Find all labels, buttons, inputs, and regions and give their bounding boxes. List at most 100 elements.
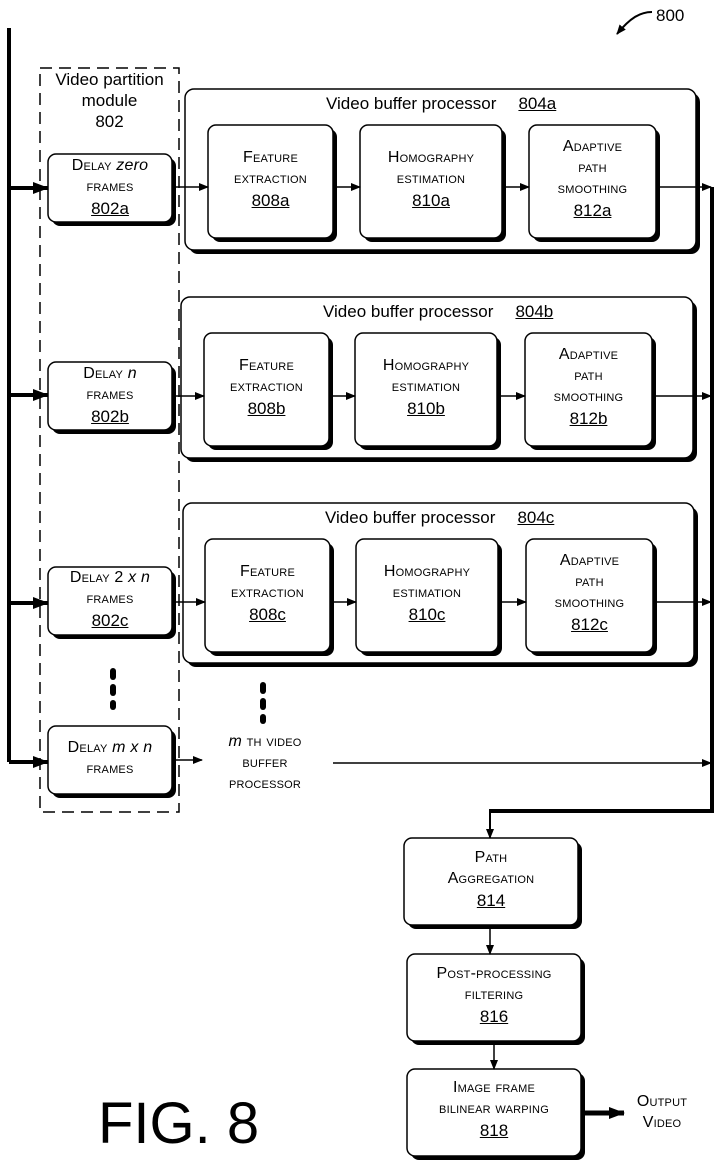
output-label-814: Path Aggregation 814: [404, 849, 578, 910]
stage-line: smoothing: [553, 388, 624, 405]
stage-line: smoothing: [554, 594, 625, 611]
stage-line: extraction: [234, 170, 307, 187]
delay-line-2: frames: [86, 760, 134, 777]
partition-title-line-1: Video partition: [55, 70, 164, 89]
output-ref: 816: [479, 1007, 509, 1026]
stage-ref: 808a: [251, 191, 290, 210]
stage-label-812c: Adaptive path smoothing 812c: [526, 552, 653, 634]
delay-ref: 802a: [91, 199, 129, 218]
delay-line-2: frames: [86, 386, 134, 403]
delay-box-802b: [47, 361, 176, 434]
stage-line: extraction: [230, 378, 303, 395]
buffer-processor-title-804b: Video buffer processor 804b: [323, 302, 553, 322]
buffer-processor-title-804a: Video buffer processor 804a: [326, 94, 556, 114]
delay-box-802c: [47, 566, 176, 639]
stage-box-810c: [355, 538, 502, 656]
stage-ref: 808b: [247, 399, 286, 418]
mth-line: processor: [228, 775, 302, 792]
output-line: Path: [474, 849, 508, 866]
output-ref: 818: [479, 1121, 509, 1140]
output-box-814: [403, 837, 582, 929]
ellipsis-dots-processors: [260, 682, 266, 724]
output-video-label: Output Video: [622, 1094, 702, 1136]
stage-box-808b: [203, 332, 333, 450]
delay-line-1: Delay 2 x n: [69, 569, 151, 586]
stage-box-812c: [525, 538, 657, 656]
stage-line: path: [574, 367, 603, 384]
figure-caption: FIG. 8: [98, 1091, 260, 1156]
stage-box-812a: [528, 124, 660, 242]
stage-line: extraction: [231, 584, 304, 601]
stage-ref: 812a: [573, 201, 612, 220]
stage-line: estimation: [391, 378, 461, 395]
processor-title-text: Video buffer processor: [323, 302, 494, 321]
stage-line: Homography: [383, 563, 471, 580]
stage-line: path: [575, 573, 604, 590]
ellipsis-dots-partition: [110, 668, 116, 710]
delay-line-1: Delay zero: [71, 157, 149, 174]
stage-box-808a: [207, 124, 337, 242]
delay-box-mxn: [47, 725, 176, 798]
stage-box-810b: [354, 332, 501, 450]
output-label-816: Post-processing filtering 816: [407, 965, 581, 1026]
output-video-line: Output: [636, 1093, 688, 1110]
processor-ref: 804c: [517, 508, 555, 527]
stage-label-808a: Feature extraction 808a: [208, 149, 333, 210]
delay-label-802c: Delay 2 x n frames 802c: [48, 569, 172, 630]
delay-label-mxn: Delay m x n frames: [48, 740, 172, 782]
stage-label-808b: Feature extraction 808b: [204, 357, 329, 418]
output-ref: 814: [476, 891, 506, 910]
stage-box-810a: [359, 124, 506, 242]
mth-line: m th video: [228, 733, 302, 750]
output-line: Aggregation: [447, 870, 535, 887]
figure-reference-number: 800: [656, 6, 685, 25]
collector-bus-line: [490, 187, 714, 813]
stage-ref: 810c: [408, 605, 446, 624]
delay-line-2: frames: [86, 590, 134, 607]
stage-line: Adaptive: [559, 552, 620, 569]
mth-line: buffer: [242, 754, 288, 771]
stage-line: estimation: [392, 584, 462, 601]
output-line: Post-processing: [436, 965, 552, 982]
stage-line: Adaptive: [562, 138, 623, 155]
stage-label-810c: Homography estimation 810c: [356, 563, 498, 624]
stage-ref: 812c: [571, 615, 608, 634]
stage-line: estimation: [396, 170, 466, 187]
partition-module-title: Video partition module 802: [40, 71, 179, 134]
delay-label-802a: Delay zero frames 802a: [48, 157, 172, 218]
ref-800-pointer: [616, 11, 653, 35]
delay-box-802a: [47, 153, 176, 226]
output-video-line: Video: [642, 1114, 682, 1131]
processor-ref: 804a: [518, 94, 557, 113]
delay-line-1: Delay m x n: [67, 739, 153, 756]
delay-line-2: frames: [86, 178, 134, 195]
partition-module-border: [39, 67, 180, 813]
stage-box-812b: [524, 332, 656, 450]
stage-line: Feature: [243, 149, 298, 166]
stage-label-810a: Homography estimation 810a: [360, 149, 502, 210]
stage-ref: 810a: [412, 191, 450, 210]
partition-title-ref: 802: [95, 112, 124, 131]
output-line: bilinear warping: [439, 1100, 549, 1117]
mth-processor-label: m th video buffer processor: [205, 734, 325, 797]
stage-line: Feature: [239, 357, 294, 374]
stage-box-808c: [204, 538, 334, 656]
delay-label-802b: Delay n frames 802b: [48, 365, 172, 426]
stage-line: Adaptive: [558, 346, 619, 363]
delay-ref: 802b: [91, 407, 129, 426]
stage-label-810b: Homography estimation 810b: [355, 358, 497, 418]
processor-ref: 804b: [515, 302, 554, 321]
delay-ref: 802c: [91, 611, 129, 630]
delay-line-1: Delay n: [83, 365, 137, 382]
stage-label-808c: Feature extraction 808c: [205, 564, 330, 624]
stage-line: smoothing: [557, 180, 628, 197]
output-label-818: Image frame bilinear warping 818: [407, 1080, 581, 1140]
stage-line: Homography: [387, 149, 475, 166]
output-line: filtering: [464, 986, 524, 1003]
stage-label-812b: Adaptive path smoothing 812b: [525, 346, 652, 428]
output-box-816: [406, 953, 585, 1045]
stage-ref: 810b: [407, 399, 445, 418]
processor-title-text: Video buffer processor: [326, 94, 497, 113]
